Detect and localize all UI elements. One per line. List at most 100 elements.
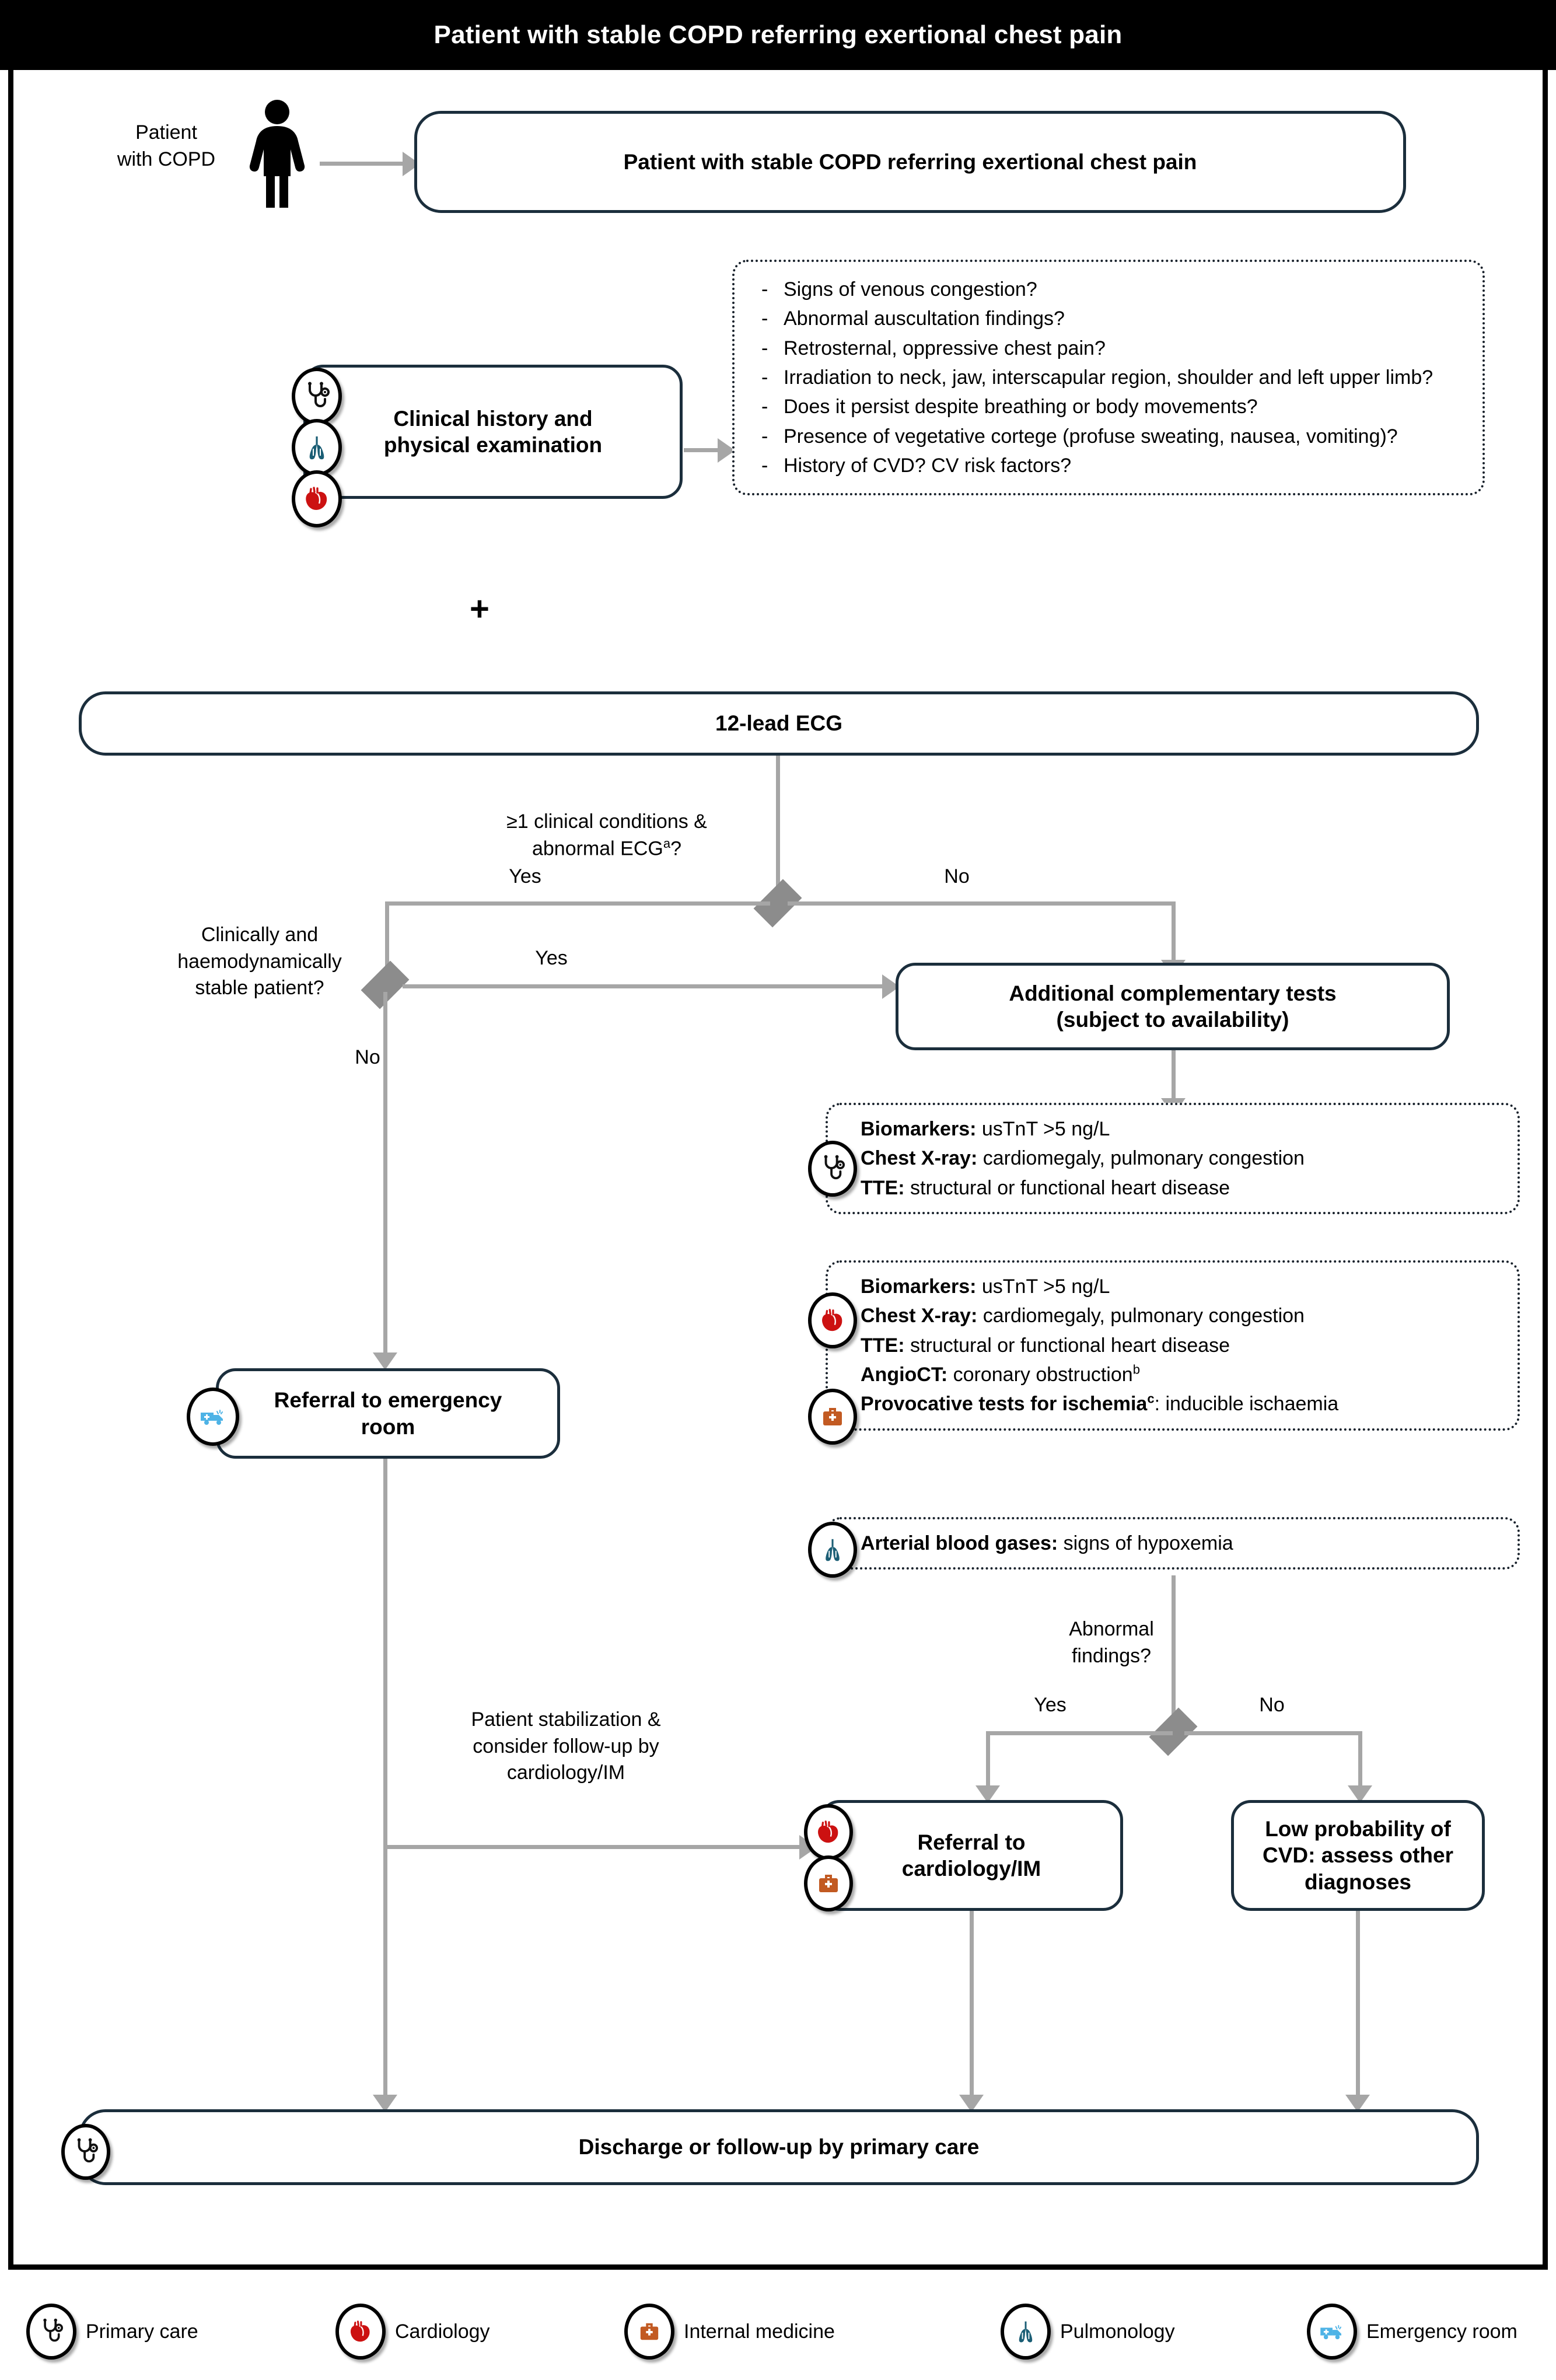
- node-low-probability[interactable]: Low probability of CVD: assess other dia…: [1231, 1800, 1485, 1911]
- panel-pulmonology-tests: Arterial blood gases: signs of hypoxemia: [826, 1517, 1520, 1570]
- title-bar: Patient with stable COPD referring exert…: [0, 0, 1556, 70]
- row-detail: cardiomegaly, pulmonary congestion: [977, 1305, 1305, 1327]
- question-item: Presence of vegetative cortege (profuse …: [784, 425, 1398, 448]
- row-term: TTE:: [861, 1334, 905, 1357]
- stethoscope-icon: [808, 1141, 857, 1197]
- node-emergency-referral[interactable]: Referral to emergency room: [216, 1368, 560, 1459]
- edge-ecg-to-decision1: [776, 756, 780, 901]
- panel-row: Biomarkers: usTnT >5 ng/L: [861, 1272, 1502, 1301]
- arrowhead-d2-no: [373, 1352, 397, 1370]
- decision3-question: Abnormal findings?: [1069, 1618, 1154, 1667]
- decision3-yes-label: Yes: [1034, 1694, 1067, 1716]
- decision2-question: Clinically and haemodynamically stable p…: [177, 924, 342, 999]
- panel-row: TTE: structural or functional heart dise…: [861, 1173, 1502, 1203]
- patient-label: Patient with COPD: [117, 121, 216, 170]
- edge-d3-yes-h: [986, 1731, 1173, 1735]
- panel-row: Provocative tests for ischemiac: inducib…: [861, 1389, 1502, 1418]
- row-term: AngioCT:: [861, 1363, 948, 1386]
- page-title: Patient with stable COPD referring exert…: [433, 20, 1123, 49]
- decision1-question: ≥1 clinical conditions & abnormal ECGa?: [506, 810, 707, 860]
- edge-patient-to-start: [320, 162, 404, 166]
- panel-row: Arterial blood gases: signs of hypoxemia: [861, 1529, 1502, 1558]
- panel-row: Biomarkers: usTnT >5 ng/L: [861, 1114, 1502, 1144]
- legend-label: Cardiology: [395, 2320, 490, 2343]
- legend-label: Internal medicine: [684, 2320, 835, 2343]
- medical-bag-icon: [808, 1389, 857, 1445]
- lungs-icon: [292, 419, 342, 476]
- row-term: Chest X-ray:: [861, 1305, 978, 1327]
- legend-item-emergency-room: Emergency room: [1307, 2304, 1517, 2360]
- decision1-no-label: No: [944, 865, 970, 887]
- node-start[interactable]: Patient with stable COPD referring exert…: [414, 111, 1406, 213]
- stethoscope-icon: [292, 368, 342, 425]
- row-detail: : inducible ischaemia: [1154, 1393, 1339, 1416]
- heart-icon: [804, 1804, 853, 1860]
- question-item: Abnormal auscultation findings?: [784, 307, 1065, 330]
- panel-row: AngioCT: coronary obstructionb: [861, 1360, 1502, 1389]
- row-term: Chest X-ray:: [861, 1147, 978, 1170]
- row-detail: cardiomegaly, pulmonary congestion: [977, 1147, 1305, 1170]
- heart-icon: [808, 1292, 857, 1348]
- lungs-icon: [1001, 2304, 1051, 2360]
- node-clinical-history[interactable]: Clinical history and physical examinatio…: [303, 365, 683, 499]
- question-item: History of CVD? CV risk factors?: [784, 454, 1072, 477]
- lungs-icon: [808, 1522, 857, 1578]
- plus-symbol: +: [470, 590, 489, 628]
- decision1-yes-label: Yes: [509, 865, 541, 887]
- panel-row: Chest X-ray: cardiomegaly, pulmonary con…: [861, 1144, 1502, 1173]
- edge-emergency-down: [383, 1459, 387, 2103]
- node-discharge[interactable]: Discharge or follow-up by primary care: [79, 2109, 1479, 2185]
- row-detail: structural or functional heart disease: [904, 1176, 1230, 1199]
- edge-cardiology-to-discharge: [970, 1911, 974, 2103]
- medical-bag-icon: [804, 1855, 853, 1911]
- legend-item-internal-medicine: Internal medicine: [624, 2304, 835, 2360]
- question-item: Signs of venous congestion?: [784, 278, 1037, 300]
- edge-history-to-questions: [684, 448, 736, 452]
- stethoscope-icon: [26, 2304, 76, 2360]
- edge-d3-yes-v: [986, 1731, 990, 1790]
- question-item: Irradiation to neck, jaw, interscapular …: [784, 366, 1433, 389]
- panel-clinical-questions: -Signs of venous congestion? -Abnormal a…: [732, 260, 1485, 496]
- ambulance-icon: [187, 1388, 239, 1446]
- decision2-no-label: No: [355, 1046, 380, 1068]
- legend-label: Emergency room: [1366, 2320, 1517, 2343]
- edge-d2-no: [383, 992, 387, 1357]
- legend-label: Pulmonology: [1060, 2320, 1175, 2343]
- panel-primary-care-tests: Biomarkers: usTnT >5 ng/L Chest X-ray: c…: [826, 1103, 1520, 1214]
- medical-bag-icon: [624, 2304, 674, 2360]
- edge-stabilization-h: [383, 1845, 812, 1849]
- question-item: Retrosternal, oppressive chest pain?: [784, 337, 1106, 359]
- row-term: Biomarkers:: [861, 1118, 977, 1140]
- edge-tests-to-panel1: [1172, 1050, 1176, 1106]
- female-patient-icon: [242, 99, 312, 213]
- edge-d1-yes-h: [385, 901, 770, 906]
- node-additional-tests[interactable]: Additional complementary tests (subject …: [896, 963, 1450, 1050]
- row-term: TTE:: [861, 1176, 905, 1199]
- node-ecg[interactable]: 12-lead ECG: [79, 691, 1479, 756]
- question-list: -Signs of venous congestion? -Abnormal a…: [761, 275, 1467, 480]
- row-detail: coronary obstruction: [947, 1363, 1133, 1386]
- row-term: Arterial blood gases:: [861, 1532, 1058, 1554]
- node-cardiology-referral[interactable]: Referral to cardiology/IM: [820, 1800, 1123, 1911]
- edge-lowprob-to-discharge: [1356, 1911, 1360, 2103]
- edge-d3-no-v: [1358, 1731, 1362, 1790]
- edge-d2-yes: [403, 984, 896, 988]
- footnote-c: c: [1147, 1391, 1155, 1406]
- legend-label: Primary care: [86, 2320, 198, 2343]
- row-term: Provocative tests for ischemia: [861, 1393, 1148, 1416]
- edge-label-stabilization: Patient stabilization & consider follow-…: [471, 1708, 661, 1784]
- legend-item-pulmonology: Pulmonology: [1001, 2304, 1175, 2360]
- panel-cardiology-tests: Biomarkers: usTnT >5 ng/L Chest X-ray: c…: [826, 1260, 1520, 1431]
- edge-d1-no-v: [1172, 901, 1176, 963]
- decision3-no-label: No: [1259, 1694, 1285, 1716]
- edge-panel3-to-decision3: [1172, 1575, 1176, 1730]
- row-detail: usTnT >5 ng/L: [976, 1275, 1110, 1298]
- legend-item-primary-care: Primary care: [26, 2304, 198, 2360]
- footnote-b: b: [1132, 1362, 1140, 1377]
- question-item: Does it persist despite breathing or bod…: [784, 396, 1258, 418]
- panel-row: Chest X-ray: cardiomegaly, pulmonary con…: [861, 1301, 1502, 1330]
- ambulance-icon: [1307, 2304, 1357, 2360]
- heart-icon: [335, 2304, 386, 2360]
- legend: Primary care Cardiology Internal med: [0, 2276, 1556, 2380]
